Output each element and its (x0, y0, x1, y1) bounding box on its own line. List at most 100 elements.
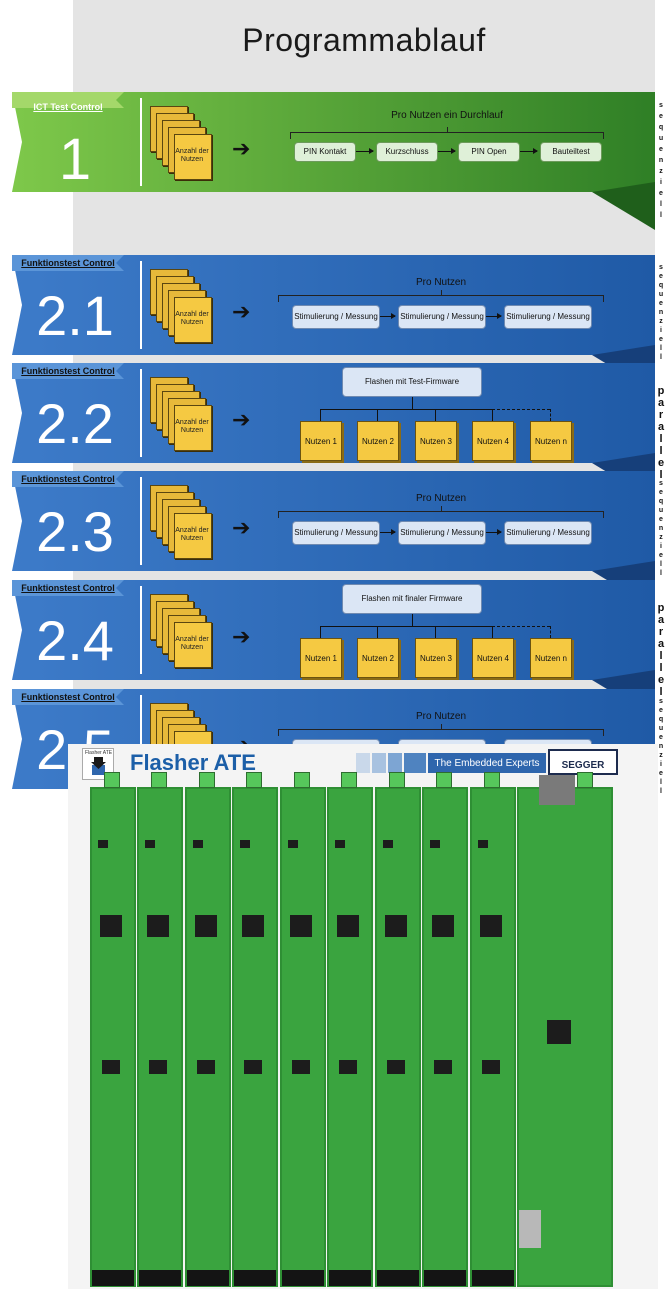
nutzen-box: Nutzen n (530, 421, 572, 461)
mode-letter: l (660, 345, 662, 352)
tree-connector (550, 409, 551, 421)
mode-letter: l (659, 686, 663, 698)
tree-dashed-connector (492, 409, 550, 410)
nutzen-count-label: Anzahl der Nutzen (175, 636, 209, 651)
flow-step-box: PIN Kontakt (294, 142, 356, 162)
mode-letter: l (660, 788, 662, 795)
board-chip (197, 1060, 215, 1074)
flow-step-box: Stimulierung / Messung (398, 521, 486, 545)
board-chip (149, 1060, 167, 1074)
pcb-board (185, 787, 231, 1287)
board-connector (246, 772, 262, 788)
tree-connector (320, 409, 492, 410)
section-divider (140, 477, 142, 565)
mode-letter: s (659, 480, 663, 487)
mode-letter: e (659, 734, 663, 741)
mode-letter: n (658, 309, 664, 316)
step-arrow (380, 313, 396, 319)
tree-connector (435, 626, 436, 638)
board-chip (195, 915, 217, 937)
mode-letter: e (657, 457, 665, 469)
board-connector (104, 772, 120, 788)
mode-letter: e (659, 336, 663, 343)
mode-letter: z (659, 534, 663, 541)
flow-header: Pro Nutzen (415, 493, 467, 504)
pin-header (424, 1270, 466, 1286)
pin-header (472, 1270, 514, 1286)
tree-dashed-connector (492, 626, 550, 627)
board-chip (288, 840, 298, 848)
pcb-board (470, 787, 516, 1287)
flow-step-box: Stimulierung / Messung (292, 521, 380, 545)
tree-connector (412, 614, 413, 626)
mode-letter: u (658, 135, 664, 142)
board-chip (292, 1060, 310, 1074)
board-connector (151, 772, 167, 788)
mode-letter: n (658, 743, 664, 750)
section-label: Funktionstest Control (21, 692, 115, 702)
board-connector (577, 772, 593, 788)
pcb-board (375, 787, 421, 1287)
ethernet-port (519, 1210, 541, 1248)
mode-letter: i (660, 179, 662, 186)
mode-letter: s (659, 102, 663, 109)
mode-letter: a (657, 397, 665, 409)
pcb-surface (234, 789, 276, 1285)
mode-letter: l (660, 354, 662, 361)
section-divider (140, 586, 142, 674)
nutzen-box: Nutzen n (530, 638, 572, 678)
tree-connector (492, 626, 493, 638)
pcb-board (422, 787, 468, 1287)
deco-block (404, 753, 426, 773)
flasher-logo-icon: Flasher ATE (82, 748, 114, 780)
pcb-board (327, 787, 373, 1287)
mode-letter: e (659, 273, 663, 280)
mode-letter: r (658, 409, 664, 421)
pcb-surface (424, 789, 466, 1285)
board-chip (385, 915, 407, 937)
flow-arrow-icon: ➔ (232, 136, 251, 161)
mode-letter: l (660, 779, 662, 786)
nutzen-box: Nutzen 4 (472, 421, 514, 461)
step-arrow (356, 148, 374, 154)
board-chip (339, 1060, 357, 1074)
mode-letter: a (657, 638, 665, 650)
board-chip (387, 1060, 405, 1074)
section-divider (140, 98, 142, 186)
board-chip (147, 915, 169, 937)
nutzen-box: Nutzen 4 (472, 638, 514, 678)
flow-brace (278, 290, 604, 302)
mode-letter: e (659, 552, 663, 559)
board-chip (478, 840, 488, 848)
pin-header (377, 1270, 419, 1286)
stack-card (174, 513, 212, 559)
tree-connector (377, 626, 378, 638)
mode-letter: e (657, 674, 665, 686)
pcb-surface (92, 789, 134, 1285)
board-connector (484, 772, 500, 788)
nutzen-count-label: Anzahl der Nutzen (175, 311, 209, 326)
section-divider (140, 695, 142, 783)
board-chip (100, 915, 122, 937)
section-number: 2.4 (36, 609, 114, 672)
board-chip (482, 1060, 500, 1074)
flow-step-box: Bauteiltest (540, 142, 602, 162)
pin-header (234, 1270, 276, 1286)
mode-letter: q (658, 124, 664, 131)
pcb-surface (377, 789, 419, 1285)
mode-letter: e (659, 190, 663, 197)
mode-letter: l (659, 662, 663, 674)
mode-letter: l (659, 433, 663, 445)
mode-letter: a (657, 614, 665, 626)
flow-header: Pro Nutzen (415, 711, 467, 722)
nutzen-box: Nutzen 1 (300, 638, 342, 678)
mode-letter: e (659, 516, 663, 523)
step-arrow (520, 148, 538, 154)
mode-letter: r (658, 626, 664, 638)
flow-step-box: Stimulierung / Messung (292, 305, 380, 329)
section-number: 1 (58, 127, 92, 192)
stack-card (174, 622, 212, 668)
